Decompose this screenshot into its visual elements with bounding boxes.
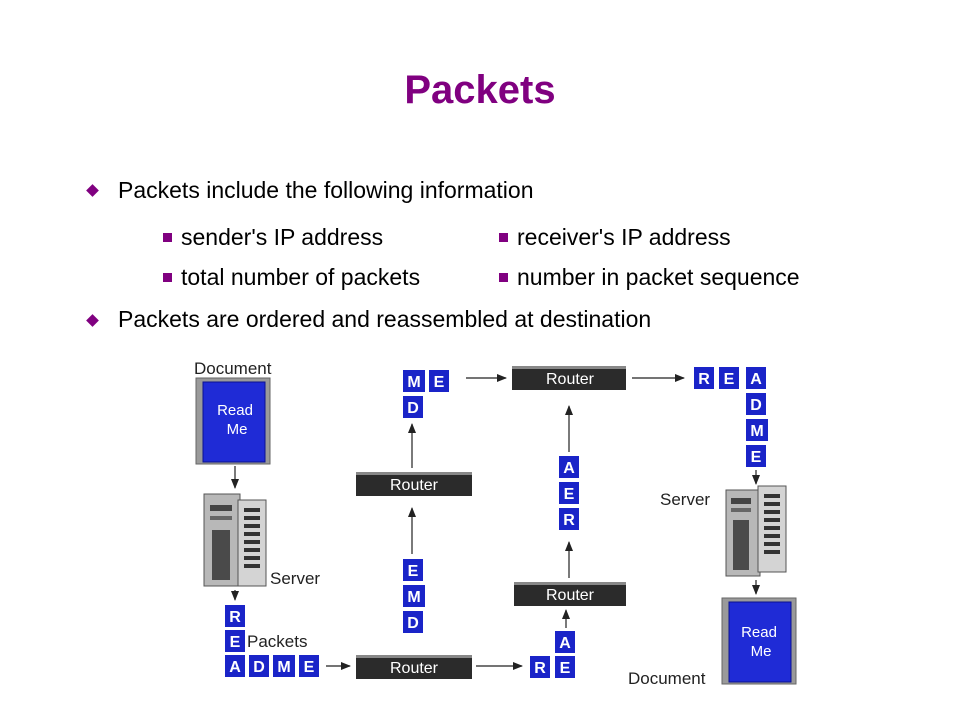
sub-bullet-square-icon (163, 273, 172, 282)
svg-text:D: D (407, 615, 419, 632)
document-label-left: Document (194, 359, 272, 378)
svg-text:E: E (751, 449, 762, 466)
packet-E: E (225, 630, 245, 652)
svg-text:E: E (434, 374, 445, 391)
packet-D: D (249, 655, 269, 677)
svg-text:D: D (750, 397, 762, 414)
svg-text:R: R (534, 660, 546, 677)
packet-E: E (559, 482, 579, 504)
packet-A: A (225, 655, 245, 677)
svg-text:Router: Router (390, 660, 439, 677)
packet-E: E (403, 559, 423, 581)
document-text-line1: Read (217, 402, 253, 419)
svg-text:A: A (750, 371, 762, 388)
svg-text:Router: Router (390, 477, 439, 494)
sub-bullet-2: receiver's IP address (517, 224, 731, 250)
router-top-center: Router (512, 366, 626, 390)
bullet-2: Packets are ordered and reassembled at d… (118, 306, 652, 332)
svg-text:D: D (407, 400, 419, 417)
svg-text:R: R (563, 512, 575, 529)
packet-M: M (403, 585, 425, 607)
svg-text:M: M (407, 374, 420, 391)
server-label-left: Server (270, 569, 320, 588)
packet-E: E (555, 656, 575, 678)
server-icon-right (725, 485, 787, 577)
svg-text:E: E (560, 660, 571, 677)
sub-bullet-square-icon (163, 233, 172, 242)
sub-bullet-square-icon (499, 233, 508, 242)
packet-R: R (559, 508, 579, 530)
packet-R: R (225, 605, 245, 627)
router-bottom-right: Router (514, 582, 626, 606)
svg-text:R: R (698, 371, 710, 388)
svg-text:A: A (563, 460, 575, 477)
packet-D: D (403, 611, 423, 633)
document-text-line2-right: Me (751, 643, 772, 660)
packet-D: D (746, 393, 766, 415)
document-text-line1-right: Read (741, 624, 777, 641)
svg-text:A: A (229, 659, 241, 676)
packets-label: Packets (247, 632, 307, 651)
packet-R: R (530, 656, 550, 678)
slide-title: Packets (404, 68, 556, 112)
packet-E: E (429, 370, 449, 392)
svg-text:E: E (304, 659, 315, 676)
svg-text:M: M (407, 589, 420, 606)
document-label-right: Document (628, 669, 706, 688)
svg-text:M: M (750, 423, 763, 440)
svg-text:Router: Router (546, 587, 595, 604)
svg-text:A: A (559, 635, 571, 652)
document-text-line2: Me (227, 421, 248, 438)
packet-R: R (694, 367, 714, 389)
packet-M: M (403, 370, 425, 392)
svg-text:E: E (408, 563, 419, 580)
bullet-1: Packets include the following informatio… (118, 177, 534, 203)
sub-bullet-square-icon (499, 273, 508, 282)
router-bottom-left: Router (356, 655, 472, 679)
packet-E: E (719, 367, 739, 389)
sub-bullet-1: sender's IP address (181, 224, 384, 250)
server-label-right: Server (660, 490, 710, 509)
packet-A: A (559, 456, 579, 478)
svg-text:E: E (724, 371, 735, 388)
packet-E: E (746, 445, 766, 467)
svg-text:E: E (564, 486, 575, 503)
packet-A: A (746, 367, 766, 389)
packet-M: M (746, 419, 768, 441)
server-icon-left (203, 493, 267, 587)
sub-bullet-4: number in packet sequence (517, 264, 800, 290)
router-middle-left: Router (356, 472, 472, 496)
packet-M: M (273, 655, 295, 677)
svg-text:M: M (277, 659, 290, 676)
svg-text:D: D (253, 659, 265, 676)
sub-bullet-3: total number of packets (181, 264, 421, 290)
packet-E: E (299, 655, 319, 677)
svg-text:R: R (229, 609, 241, 626)
svg-text:E: E (230, 634, 241, 651)
packet-D: D (403, 396, 423, 418)
packet-A: A (555, 631, 575, 653)
svg-text:Router: Router (546, 371, 595, 388)
